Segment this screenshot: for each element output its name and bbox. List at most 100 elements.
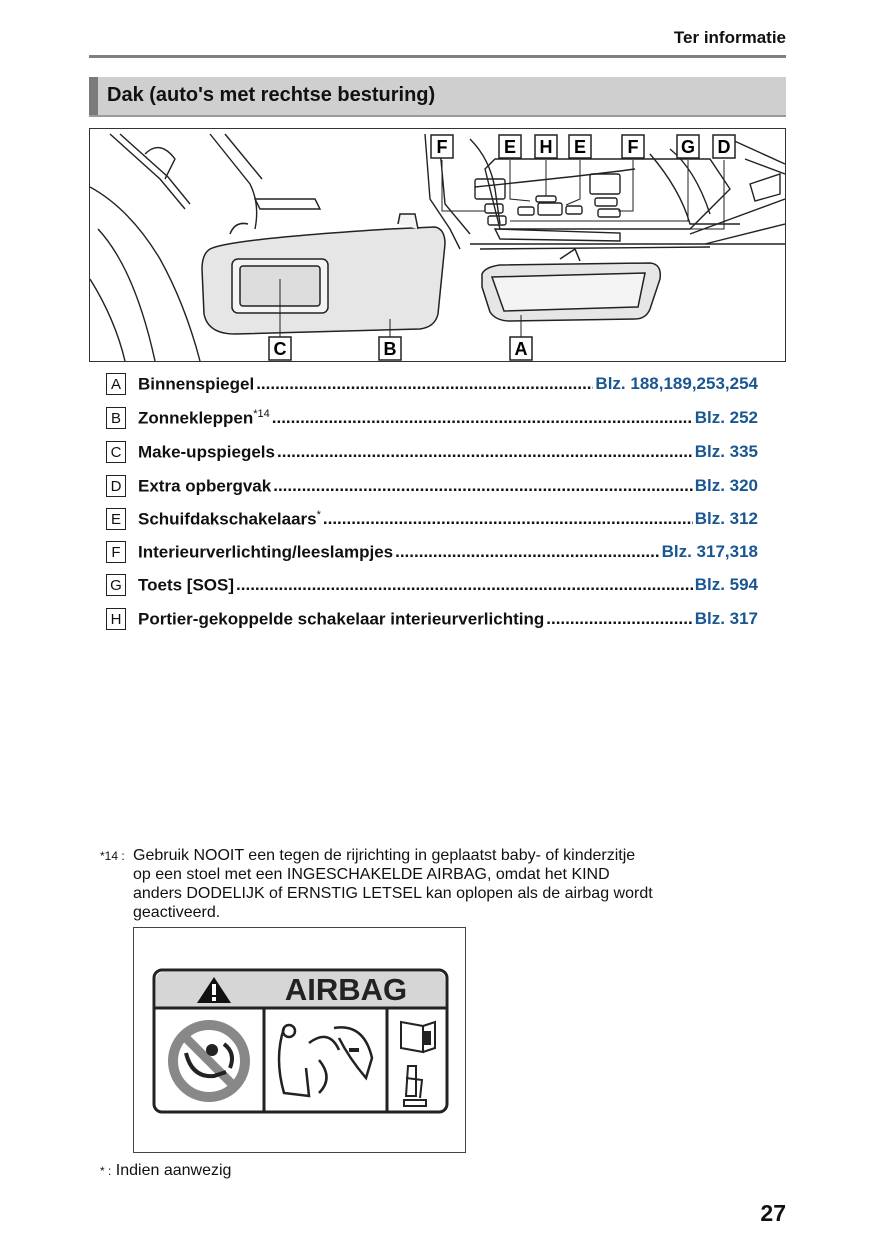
page-reference-link[interactable]: Blz. 335 bbox=[694, 442, 758, 461]
callout-letter: F bbox=[628, 137, 639, 157]
leader-dots bbox=[256, 374, 593, 394]
footnote-14-line: Gebruik NOOIT een tegen de rijrichting i… bbox=[133, 847, 636, 864]
item-label-text: Toets [SOS] bbox=[138, 575, 235, 595]
list-item: B Zonnekleppen*14 Blz. 252 bbox=[106, 406, 758, 430]
item-label: Binnenspiegel bbox=[138, 374, 254, 395]
item-label-text: Binnenspiegel bbox=[138, 374, 255, 394]
section-bar-underline bbox=[89, 115, 786, 117]
footnote-14: *14 : Gebruik NOOIT een tegen de rijrich… bbox=[100, 846, 760, 921]
callout-label: F bbox=[430, 134, 454, 159]
callout-box bbox=[509, 336, 533, 361]
item-key-letter: C bbox=[106, 441, 126, 463]
callout-box bbox=[430, 134, 454, 159]
item-key-letter: B bbox=[106, 407, 126, 429]
item-label-text: Schuifdakschakelaars bbox=[138, 509, 317, 529]
item-key-letter: F bbox=[106, 541, 126, 563]
callout-box bbox=[568, 134, 592, 159]
item-key-letter: H bbox=[106, 608, 126, 630]
footnote-14-line: anders DODELIJK of ERNSTIG LETSEL kan op… bbox=[133, 885, 653, 902]
callout-letter: E bbox=[504, 137, 516, 157]
page-reference-link[interactable]: Blz. 252 bbox=[694, 408, 758, 427]
footnote-14-text: Gebruik NOOIT een tegen de rijrichting i… bbox=[133, 846, 773, 922]
item-key-letter: G bbox=[106, 574, 126, 596]
leader-dots bbox=[546, 609, 692, 629]
item-label: Zonnekleppen*14 bbox=[138, 408, 270, 429]
item-label: Portier-gekoppelde schakelaar interieurv… bbox=[138, 609, 544, 630]
illustration-callouts: F E H E F G D C B A bbox=[268, 134, 736, 361]
callout-label: E bbox=[498, 134, 522, 159]
callout-label: E bbox=[568, 134, 592, 159]
list-item: D Extra opbergvak Blz. 320 bbox=[106, 474, 758, 498]
list-item: H Portier-gekoppelde schakelaar interieur… bbox=[106, 607, 758, 631]
callout-label: A bbox=[509, 336, 533, 361]
leader-dots bbox=[395, 542, 659, 562]
callout-letter: E bbox=[574, 137, 586, 157]
no-rear-facing-seat-icon bbox=[168, 1020, 250, 1102]
leader-dots bbox=[277, 442, 693, 462]
item-key-letter: A bbox=[106, 373, 126, 395]
list-item: F Interieurverlichting/leeslampjes Blz. 31… bbox=[106, 540, 758, 564]
callout-letter: F bbox=[437, 137, 448, 157]
leader-dots bbox=[272, 408, 693, 428]
airbag-warning-label-figure: AIRBAG bbox=[133, 927, 466, 1153]
list-item: A Binnenspiegel Blz. 188,189,253,254 bbox=[106, 372, 758, 396]
callout-box bbox=[268, 336, 292, 361]
section-accent bbox=[89, 77, 98, 115]
item-footnote-ref: * bbox=[316, 508, 321, 521]
section-title: Dak (auto's met rechtse besturing) bbox=[107, 84, 436, 106]
callout-letter: A bbox=[515, 339, 528, 359]
page-reference-link[interactable]: Blz. 594 bbox=[694, 575, 758, 594]
callout-label: B bbox=[378, 336, 402, 361]
warning-triangle-icon bbox=[197, 977, 231, 1003]
callout-box bbox=[621, 134, 645, 159]
item-label-text: Interieurverlichting/leeslampjes bbox=[138, 542, 394, 562]
item-key-letter: E bbox=[106, 508, 126, 530]
section-title-bar: Dak (auto's met rechtse besturing) bbox=[89, 77, 786, 117]
item-label: Toets [SOS] bbox=[138, 575, 234, 596]
callout-letter: B bbox=[384, 339, 397, 359]
callout-box bbox=[534, 134, 558, 159]
callout-box bbox=[498, 134, 522, 159]
page-reference-link[interactable]: Blz. 317 bbox=[694, 609, 758, 628]
seat-airbag-deploy-icon bbox=[277, 1023, 374, 1098]
callout-box bbox=[676, 134, 700, 159]
list-item: E Schuifdakschakelaars* Blz. 312 bbox=[106, 507, 758, 531]
header-rule bbox=[89, 55, 786, 58]
item-footnote-ref: *14 bbox=[253, 407, 270, 420]
callout-letter: C bbox=[274, 339, 287, 359]
callout-box bbox=[378, 336, 402, 361]
leader-dots bbox=[273, 476, 692, 496]
callout-letter: H bbox=[540, 137, 553, 157]
callout-label: G bbox=[676, 134, 700, 159]
roof-illustration: F E H E F G D C B A bbox=[89, 128, 786, 362]
callout-label: F bbox=[621, 134, 645, 159]
item-label: Extra opbergvak bbox=[138, 476, 271, 497]
leader-dots bbox=[236, 575, 693, 595]
footnote-star-text: Indien aanwezig bbox=[115, 1162, 232, 1179]
page-reference-link[interactable]: Blz. 317,318 bbox=[661, 542, 758, 561]
page-number: 27 bbox=[760, 1200, 786, 1226]
page-reference-link[interactable]: Blz. 312 bbox=[694, 509, 758, 528]
list-item: C Make-upspiegels Blz. 335 bbox=[106, 440, 758, 464]
manual-book-icon bbox=[400, 1020, 436, 1107]
item-label-text: Portier-gekoppelde schakelaar interieurv… bbox=[138, 609, 545, 629]
page-reference-link[interactable]: Blz. 320 bbox=[694, 476, 758, 495]
item-label-text: Make-upspiegels bbox=[138, 442, 275, 462]
item-label: Interieurverlichting/leeslampjes bbox=[138, 542, 393, 563]
item-label: Make-upspiegels bbox=[138, 442, 275, 463]
footnote-14-line: op een stoel met een INGESCHAKELDE AIRBA… bbox=[133, 866, 610, 883]
footnote-14-line: geactiveerd. bbox=[133, 904, 221, 921]
item-label: Schuifdakschakelaars* bbox=[138, 509, 321, 530]
callout-label: H bbox=[534, 134, 558, 159]
callout-box bbox=[712, 134, 736, 159]
callout-label: D bbox=[712, 134, 736, 159]
callout-letter: D bbox=[718, 137, 731, 157]
callout-letter: G bbox=[681, 137, 695, 157]
footnote-star: * : Indien aanwezig bbox=[100, 1162, 231, 1180]
footnote-14-mark: *14 : bbox=[100, 849, 125, 863]
page-reference-link[interactable]: Blz. 188,189,253,254 bbox=[595, 374, 758, 393]
item-label-text: Zonnekleppen bbox=[138, 408, 254, 428]
leader-dots bbox=[323, 509, 693, 529]
list-item: G Toets [SOS] Blz. 594 bbox=[106, 573, 758, 597]
item-key-letter: D bbox=[106, 475, 126, 497]
